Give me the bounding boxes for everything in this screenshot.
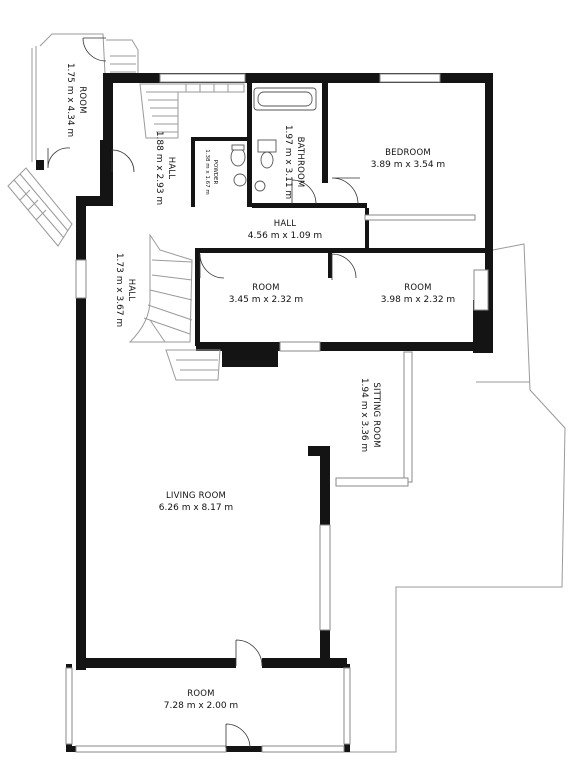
- room-label-living: LIVING ROOM 6.26 m x 8.17 m: [159, 491, 233, 513]
- terrace-outline: [344, 243, 566, 753]
- room-name: ROOM: [404, 283, 431, 293]
- exterior-diagonal-stair: [7, 167, 73, 247]
- room-label-mid-right: ROOM 3.98 m x 2.32 m: [381, 283, 455, 305]
- room-label-sitting: SITTING ROOM 1.94 m x 3.36 m: [359, 378, 381, 452]
- room-label-powder: POWDER 1.38 m x 1.67 m: [204, 149, 218, 194]
- room-label-bottom: ROOM 7.28 m x 2.00 m: [164, 689, 238, 711]
- room-dimensions: 1.75 m x 4.34 m: [65, 63, 75, 137]
- winding-stairs: [128, 233, 221, 381]
- room-dimensions: 3.98 m x 2.32 m: [381, 295, 455, 305]
- room-dimensions: 6.26 m x 8.17 m: [159, 503, 233, 513]
- room-dimensions: 3.45 m x 2.32 m: [229, 295, 303, 305]
- powder-fixtures: [230, 144, 266, 192]
- room-name: BATHROOM: [295, 137, 305, 188]
- top-left-room-outline: [31, 33, 139, 162]
- room-name: ROOM: [252, 283, 279, 293]
- walls: [36, 73, 493, 752]
- room-name: ROOM: [77, 86, 87, 113]
- room-name: HALL: [274, 219, 297, 229]
- room-dimensions: 1.94 m x 3.36 m: [359, 378, 369, 452]
- bathroom-toilet: [257, 139, 277, 169]
- room-label-mid-left: ROOM 3.45 m x 2.32 m: [229, 283, 303, 305]
- room-dimensions: 1.88 m x 2.93 m: [154, 131, 164, 205]
- room-dimensions: 1.97 m x 3.11 m: [283, 125, 293, 199]
- room-label-top-left: ROOM 1.75 m x 4.34 m: [65, 63, 87, 137]
- room-dimensions: 3.89 m x 3.54 m: [371, 160, 445, 170]
- room-name: SITTING ROOM: [371, 382, 381, 447]
- room-label-bathroom: BATHROOM 1.97 m x 3.11 m: [283, 125, 305, 199]
- room-name: HALL: [126, 279, 136, 302]
- bathtub: [253, 87, 317, 111]
- room-dimensions: 7.28 m x 2.00 m: [164, 701, 238, 711]
- room-dimensions: 4.56 m x 1.09 m: [248, 231, 322, 241]
- room-name: ROOM: [187, 689, 214, 699]
- top-left-stair-steps: [110, 55, 136, 73]
- room-label-bedroom: BEDROOM 3.89 m x 3.54 m: [371, 148, 445, 170]
- room-label-hall-left: HALL 1.73 m x 3.67 m: [114, 253, 136, 327]
- room-label-hall-mid: HALL 4.56 m x 1.09 m: [248, 219, 322, 241]
- room-name: BEDROOM: [385, 148, 431, 158]
- room-name: HALL: [166, 157, 176, 180]
- top-stairs: [139, 83, 245, 139]
- room-label-hall-top: HALL 1.88 m x 2.93 m: [154, 131, 176, 205]
- room-name: LIVING ROOM: [166, 491, 226, 501]
- windows: [65, 73, 489, 753]
- room-dimensions: 1.38 m x 1.67 m: [204, 149, 210, 194]
- room-name: POWDER: [212, 160, 218, 185]
- room-dimensions: 1.73 m x 3.67 m: [114, 253, 124, 327]
- doors: [47, 37, 360, 749]
